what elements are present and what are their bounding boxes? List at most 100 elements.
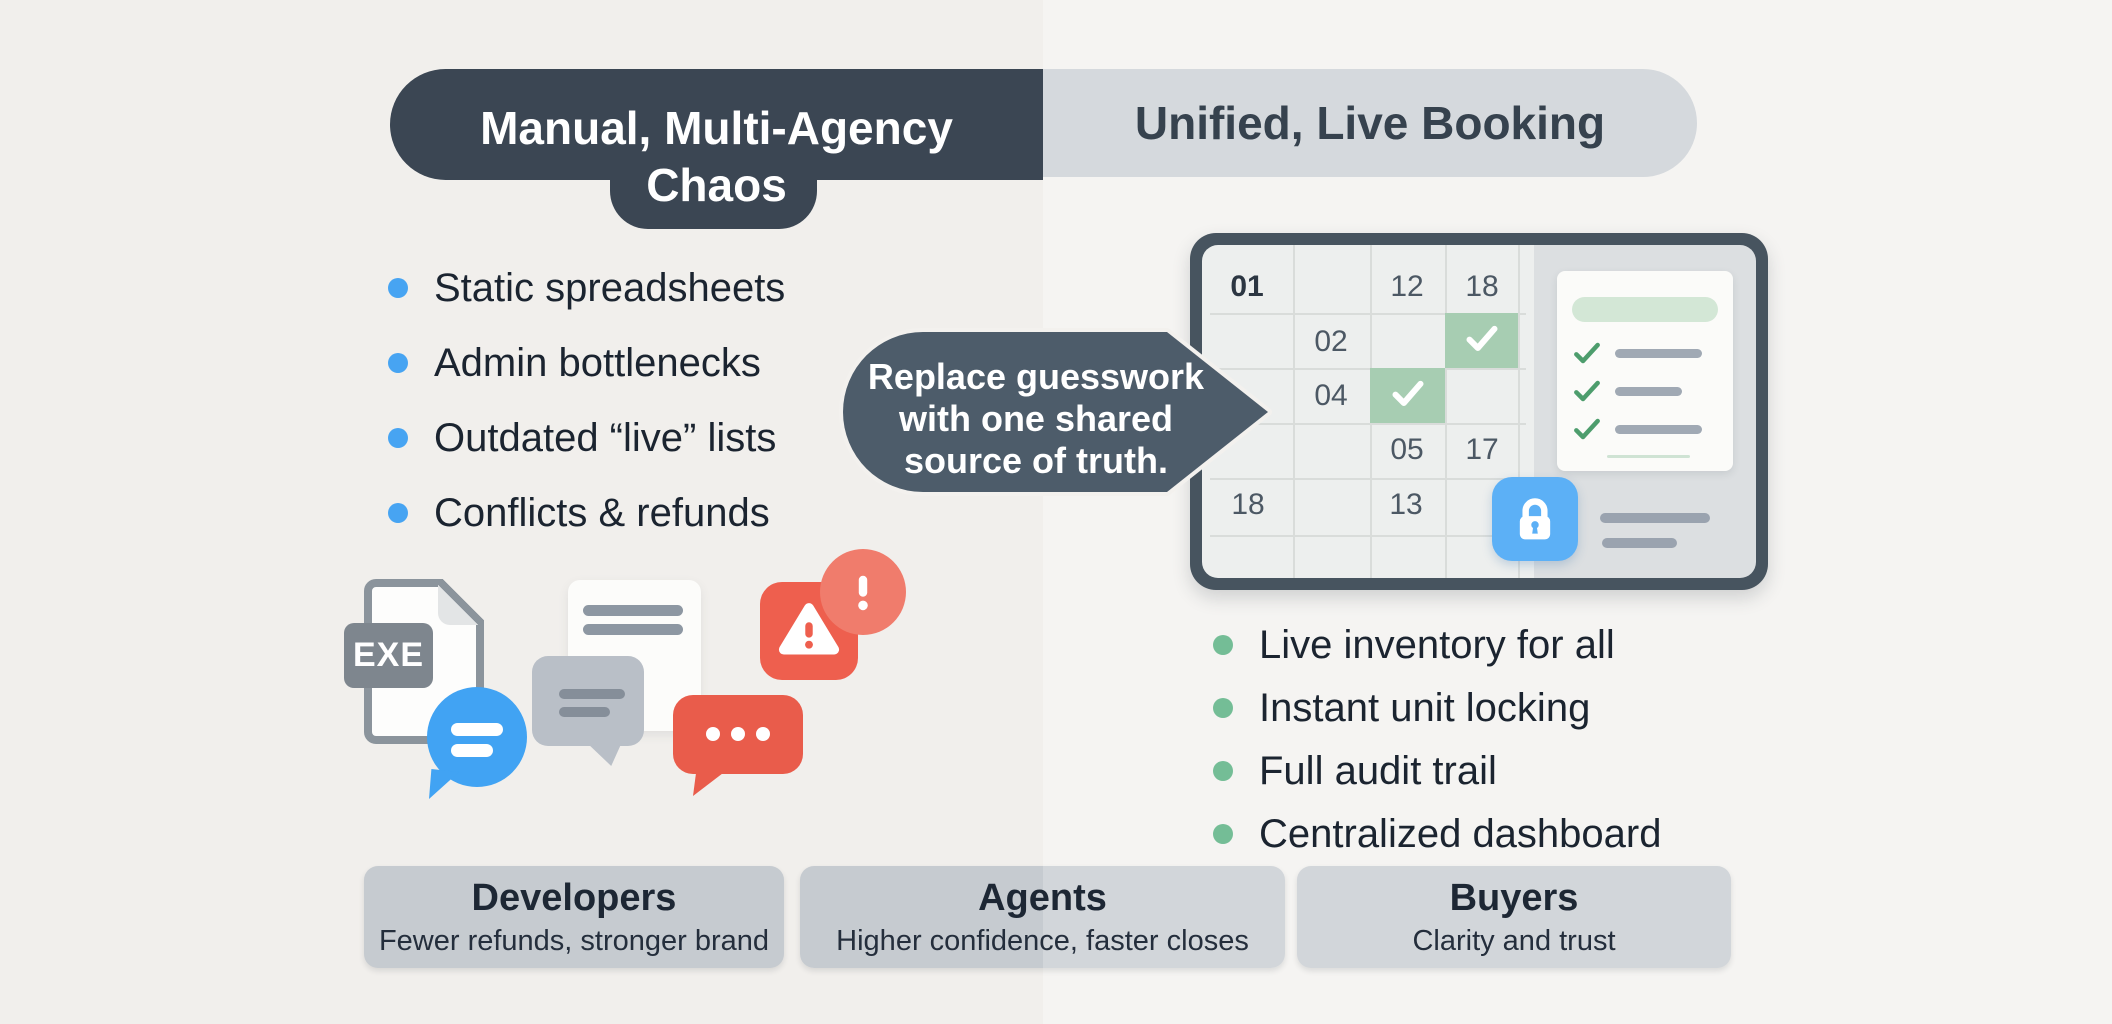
list-item-label: Conflicts & refunds (434, 490, 770, 535)
booking-dashboard-inner: 01 12 18 02 04 05 17 18 13 (1202, 245, 1756, 578)
checklist-row (1571, 375, 1682, 407)
right-header-pill: Unified, Live Booking (1043, 69, 1697, 177)
callout-line3: source of truth. (903, 440, 1168, 481)
blue-chat-bubble-icon (427, 687, 527, 799)
list-item: Full audit trail (1213, 749, 1661, 793)
green-bullet-icon (1213, 698, 1233, 718)
audience-subtitle: Higher confidence, faster closes (836, 924, 1249, 957)
list-item: Instant unit locking (1213, 686, 1661, 730)
audience-subtitle: Fewer refunds, stronger brand (378, 924, 770, 957)
exe-file-badge: EXE (344, 623, 433, 688)
typing-dot-icon (731, 727, 745, 741)
lock-icon (1519, 498, 1551, 540)
right-header-title: Unified, Live Booking (1134, 97, 1606, 149)
left-header-pill-tab (610, 178, 817, 229)
grid-line (1210, 535, 1526, 537)
red-chat-bubble-icon (673, 695, 803, 796)
pain-points-list: Static spreadsheets Admin bottlenecks Ou… (388, 266, 785, 566)
check-icon (1574, 380, 1600, 402)
blue-bullet-icon (388, 428, 408, 448)
check-icon (1388, 373, 1428, 418)
text-placeholder-bar (559, 689, 625, 699)
text-placeholder-bar (1600, 513, 1710, 523)
grid-line (1518, 245, 1520, 578)
booked-cell (1445, 313, 1518, 368)
green-bullet-icon (1213, 761, 1233, 781)
calendar-day: 13 (1389, 488, 1423, 521)
benefits-list: Live inventory for all Instant unit lock… (1213, 623, 1661, 875)
callout-text: Replace guesswork with one shared source… (851, 356, 1221, 482)
text-placeholder-bar (1615, 424, 1702, 434)
text-placeholder-bar (451, 744, 493, 757)
warning-triangle-icon (778, 603, 840, 655)
text-placeholder-bar (1602, 538, 1677, 548)
check-icon (1574, 342, 1600, 364)
list-item-label: Instant unit locking (1259, 685, 1591, 730)
booked-cell (1370, 368, 1445, 423)
blue-bullet-icon (388, 278, 408, 298)
audience-box-buyers: Buyers Clarity and trust (1297, 866, 1731, 968)
grid-line (1210, 313, 1526, 315)
callout-arrow (839, 328, 1272, 496)
checklist-header-bar (1572, 297, 1718, 322)
list-item: Conflicts & refunds (388, 491, 785, 535)
alert-exclamation-icon (820, 549, 906, 635)
text-placeholder-bar (451, 723, 503, 736)
calendar-day: 18 (1465, 270, 1499, 303)
calendar-day: 05 (1390, 433, 1424, 466)
callout-line1: Replace guesswork (867, 356, 1205, 397)
bubble-tail (586, 742, 622, 766)
list-item-label: Live inventory for all (1259, 622, 1615, 667)
list-item-label: Outdated “live” lists (434, 415, 777, 460)
list-item-label: Full audit trail (1259, 748, 1497, 793)
calendar-day: 18 (1231, 488, 1265, 521)
bubble-tail (429, 769, 459, 799)
typing-dot-icon (706, 727, 720, 741)
left-header-title-line2: Chaos (646, 159, 787, 211)
checklist-card (1557, 271, 1733, 471)
list-item-label: Admin bottlenecks (434, 340, 761, 385)
check-icon (1462, 318, 1502, 363)
check-icon (1574, 418, 1600, 440)
audience-box-agents: Agents Higher confidence, faster closes (800, 866, 1285, 968)
audience-title: Agents (978, 876, 1107, 919)
audience-title: Buyers (1449, 876, 1579, 919)
list-item-label: Centralized dashboard (1259, 811, 1662, 856)
text-placeholder-bar (583, 624, 683, 635)
green-bullet-icon (1213, 635, 1233, 655)
text-placeholder-bar (1615, 386, 1682, 396)
calendar-day: 01 (1230, 270, 1264, 303)
text-placeholder-bar (583, 605, 683, 616)
grid-line (1293, 245, 1295, 578)
list-item: Outdated “live” lists (388, 416, 785, 460)
audience-box-developers: Developers Fewer refunds, stronger brand (364, 866, 784, 968)
grid-line (1210, 368, 1526, 370)
exe-label: EXE (352, 636, 425, 674)
divider (1607, 455, 1690, 458)
list-item-label: Static spreadsheets (434, 265, 786, 310)
lock-badge (1492, 477, 1578, 561)
left-header-pill (390, 69, 1043, 180)
left-header-title: Manual, Multi-Agency Chaos (390, 100, 1043, 214)
grid-line (1445, 245, 1447, 578)
typing-dot-icon (756, 727, 770, 741)
audience-title: Developers (471, 876, 677, 919)
grid-line (1210, 423, 1526, 425)
blue-bullet-icon (388, 353, 408, 373)
checklist-row (1571, 337, 1702, 369)
bubble-tail (693, 770, 727, 796)
calendar-day: 04 (1314, 379, 1348, 412)
calendar-day: 17 (1465, 433, 1499, 466)
list-item: Admin bottlenecks (388, 341, 785, 385)
green-bullet-icon (1213, 824, 1233, 844)
list-item: Static spreadsheets (388, 266, 785, 310)
text-placeholder-bar (1615, 348, 1702, 358)
audience-subtitle: Clarity and trust (1412, 924, 1616, 957)
checklist-row (1571, 413, 1702, 445)
grid-line (1210, 478, 1526, 480)
list-item: Live inventory for all (1213, 623, 1661, 667)
list-item: Centralized dashboard (1213, 812, 1661, 856)
calendar-day: 02 (1314, 325, 1348, 358)
folded-corner-icon (438, 579, 484, 625)
